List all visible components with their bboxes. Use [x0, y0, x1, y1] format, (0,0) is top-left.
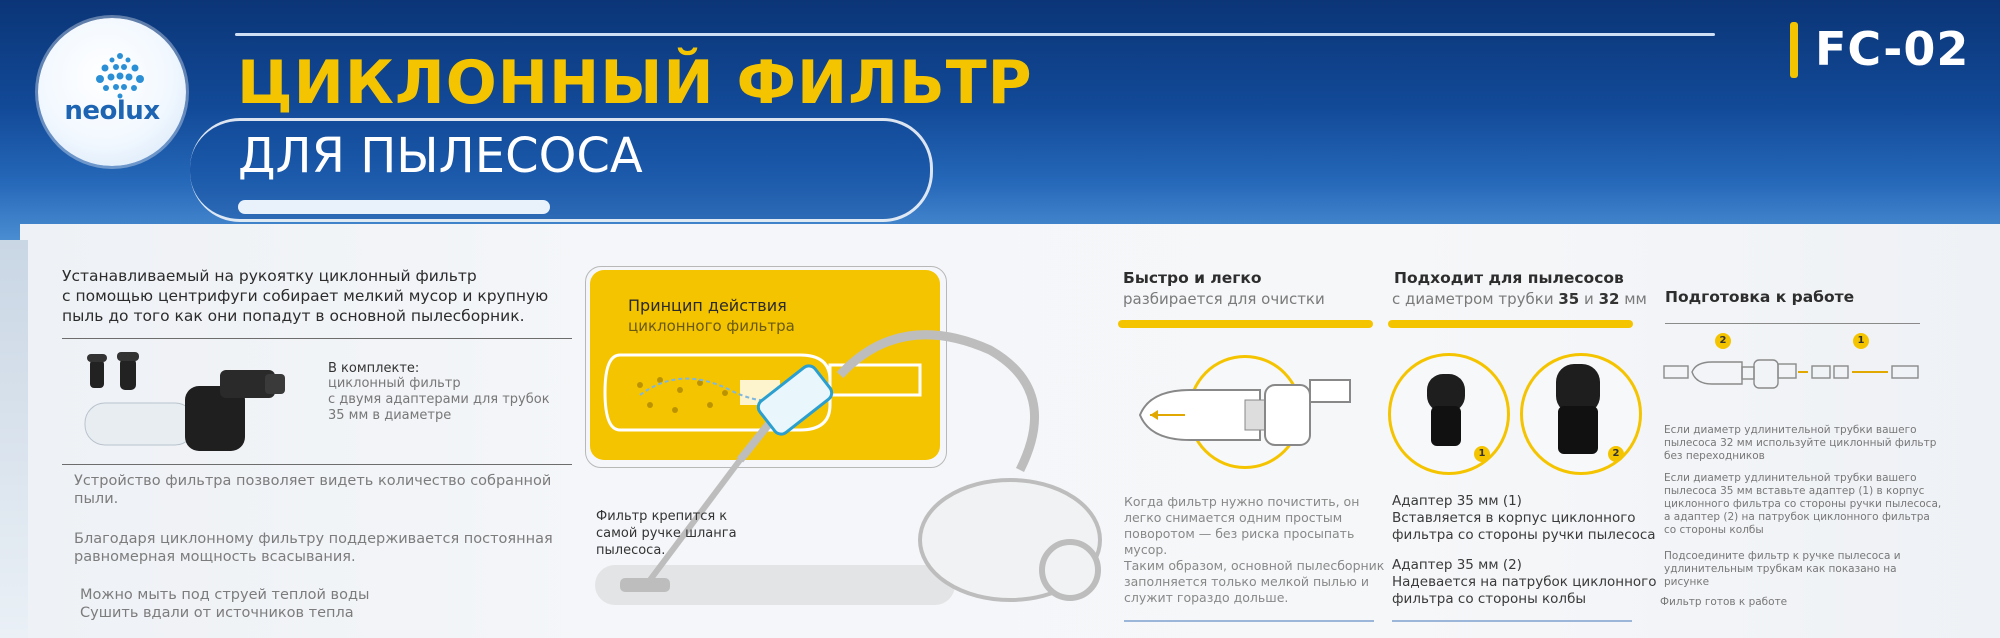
fits-diameter-2: 32: [1598, 290, 1620, 308]
prep-badge-2: 2: [1715, 333, 1731, 349]
model-accent: [1790, 22, 1798, 78]
feature-washable: Можно мыть под струей теплой воды Сушить…: [80, 586, 369, 622]
feature-line: Устройство фильтра позволяет видеть коли…: [74, 473, 552, 489]
adapter-2-badge: 2: [1608, 446, 1624, 462]
model-code: FC-02: [1815, 22, 1970, 76]
kit-product-image: [84, 352, 285, 451]
intro-line: Устанавливаемый на рукоятку циклонный фи…: [62, 267, 477, 285]
header-divider: [235, 33, 1715, 36]
prep-line: а адаптер (2) на патрубок циклонного фил…: [1664, 511, 1930, 523]
feature-line: Можно мыть под струей теплой воды: [80, 587, 370, 603]
prep-line: со стороны колбы: [1664, 524, 1764, 536]
fits-sub-unit: мм: [1624, 290, 1647, 308]
fits-diameter-1: 35: [1558, 290, 1580, 308]
prep-line: рисунке: [1664, 576, 1710, 588]
mount-line: Фильтр крепится к: [596, 509, 728, 524]
prep-line: Подсоедините фильтр к ручке пылесоса и: [1664, 550, 1901, 562]
divider: [62, 464, 572, 465]
prep-line: пылесоса 35 мм вставьте адаптер (1) в ко…: [1664, 485, 1925, 497]
fits-sub-and: и: [1584, 290, 1594, 308]
adapter-2-info: Адаптер 35 мм (2) Надевается на патрубок…: [1392, 557, 1657, 608]
adapter-1-line: фильтра со стороны ручки пылесоса: [1392, 527, 1656, 543]
mount-line: самой ручке шланга: [596, 526, 737, 541]
kit-item: с двумя адаптерами для трубок: [328, 392, 550, 407]
quick-accent-bar: [1118, 320, 1373, 328]
quick-line: служит гораздо дольше.: [1124, 590, 1289, 605]
logo-droplets-icon: [96, 53, 144, 99]
prep-heading: Подготовка к работе: [1665, 288, 1855, 306]
quick-underline: [1124, 620, 1374, 622]
adapter-1-title: Адаптер 35 мм (1): [1392, 493, 1522, 509]
prep-line: удлинительным трубкам как показано на: [1664, 563, 1897, 575]
feature-line: Сушить вдали от источников тепла: [80, 605, 354, 621]
prep-badge-1: 1: [1853, 333, 1869, 349]
kit-heading: В комплекте:: [328, 361, 420, 376]
adapter-1-info: Адаптер 35 мм (1) Вставляется в корпус ц…: [1392, 493, 1656, 544]
prep-line: без переходников: [1664, 450, 1765, 462]
fits-subheading: с диаметром трубки 35 и 32 мм: [1392, 290, 1647, 309]
feature-line: Благодаря циклонному фильтру поддерживае…: [74, 531, 553, 547]
adapter-2-line: Надевается на патрубок циклонного: [1392, 574, 1657, 590]
fits-sub-prefix: с диаметром трубки: [1392, 290, 1554, 308]
quick-line: Таким образом, основной пылесборник: [1124, 558, 1385, 573]
prep-line: пылесоса 32 мм используйте циклонный фил…: [1664, 437, 1937, 449]
divider: [62, 338, 572, 339]
prep-divider: [1665, 323, 1920, 324]
quick-line: заполняется только мелкой пылью и: [1124, 574, 1370, 589]
feature-line: пыли.: [74, 491, 119, 507]
adapter-1-image: [1427, 374, 1465, 446]
feature-suction: Благодаря циклонному фильтру поддерживае…: [74, 530, 553, 566]
logo-text: neolux: [64, 96, 160, 126]
subtitle-bar: [238, 200, 550, 214]
brand-logo: neolux: [38, 18, 186, 166]
feature-visibility: Устройство фильтра позволяет видеть коли…: [74, 472, 551, 508]
principle-frame: [585, 266, 947, 468]
quick-line: мусор.: [1124, 542, 1168, 557]
panel-edge: [0, 240, 28, 638]
kit-item: циклонный фильтр: [328, 376, 461, 391]
disassembly-illustration: [1138, 379, 1351, 446]
quick-line: Когда фильтр нужно почистить, он: [1124, 494, 1360, 509]
adapter-1-badge: 1: [1474, 446, 1490, 462]
prep-line: циклонного фильтра со стороны ручки пыле…: [1664, 498, 1942, 510]
fits-accent-bar: [1388, 320, 1633, 328]
prep-step-ready: Фильтр готов к работе: [1660, 596, 1788, 608]
quick-heading: Быстро и легко: [1123, 269, 1262, 287]
assembly-diagram: [1663, 359, 1919, 389]
product-title: ЦИКЛОННЫЙ ФИЛЬТР: [237, 48, 1033, 118]
prep-line: Если диаметр удлинительной трубки вашего: [1664, 424, 1917, 436]
adapter-2-line: фильтра со стороны колбы: [1392, 591, 1587, 607]
mount-caption: Фильтр крепится к самой ручке шланга пыл…: [596, 508, 737, 559]
intro-line: пыль до того как они попадут в основной …: [62, 307, 525, 325]
intro-text: Устанавливаемый на рукоятку циклонный фи…: [62, 266, 548, 326]
kit-item: 35 мм в диаметре: [328, 408, 452, 423]
adapter-2-image: [1556, 364, 1600, 454]
prep-line: Если диаметр удлинительной трубки вашего: [1664, 472, 1917, 484]
intro-line: с помощью центрифуги собирает мелкий мус…: [62, 287, 549, 305]
quick-line: поворотом — без риска просыпать: [1124, 526, 1355, 541]
quick-description: Когда фильтр нужно почистить, он легко с…: [1124, 494, 1384, 606]
adapter-2-title: Адаптер 35 мм (2): [1392, 557, 1522, 573]
kit-list: циклонный фильтр с двумя адаптерами для …: [328, 376, 550, 424]
product-subtitle: ДЛЯ ПЫЛЕСОСА: [238, 128, 643, 184]
prep-step-connect: Подсоедините фильтр к ручке пылесоса и у…: [1664, 550, 1901, 589]
adapter-1-line: Вставляется в корпус циклонного: [1392, 510, 1636, 526]
prep-step-32mm: Если диаметр удлинительной трубки вашего…: [1664, 424, 1936, 463]
principle-subheading: циклонного фильтра: [628, 317, 795, 335]
vacuum-cleaner-illustration: [595, 330, 1102, 605]
quick-line: легко снимается одним простым: [1124, 510, 1343, 525]
prep-step-35mm: Если диаметр удлинительной трубки вашего…: [1664, 472, 1941, 537]
fits-underline: [1392, 620, 1632, 622]
quick-subheading: разбирается для очистки: [1123, 290, 1325, 308]
mount-line: пылесоса.: [596, 543, 666, 558]
feature-line: равномерная мощность всасывания.: [74, 549, 356, 565]
fits-heading: Подходит для пылесосов: [1394, 269, 1624, 287]
principle-heading: Принцип действия: [628, 296, 787, 315]
